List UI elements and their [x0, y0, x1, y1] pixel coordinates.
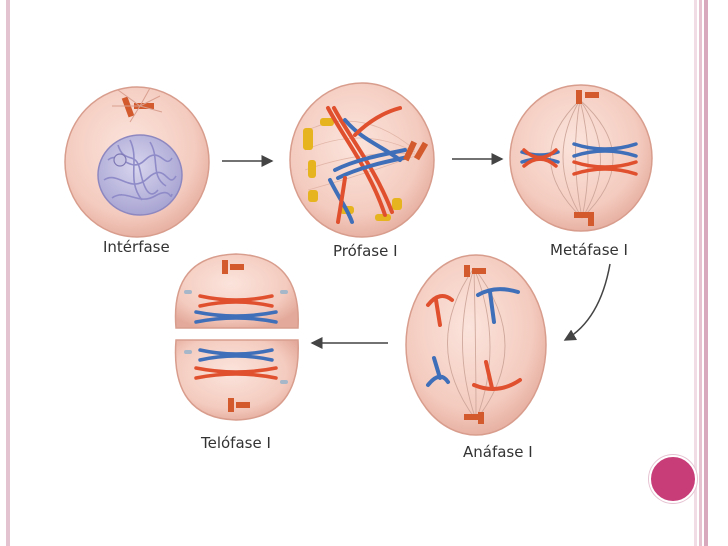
anaphase-chromosomes — [426, 287, 522, 391]
interphase-cell — [64, 86, 210, 238]
telophase-centrosome-bottom — [228, 398, 250, 412]
stage-arrows — [222, 153, 611, 349]
nucleus — [97, 134, 183, 216]
slide-accent-dot — [649, 455, 697, 503]
label-prophase: Prófase I — [333, 242, 398, 260]
label-interphase: Intérfase — [103, 238, 170, 256]
prophase-centrosome — [403, 140, 429, 162]
prophase-nuclear-envelope-fragments — [303, 118, 402, 221]
anaphase-centrosome-bottom — [464, 412, 484, 424]
telophase-centrosome-top — [222, 260, 244, 274]
telophase-envelope-fragments — [184, 290, 288, 384]
metaphase-centrosome-bottom — [574, 212, 594, 226]
left-frame-bar — [6, 0, 10, 546]
nucleolus — [113, 153, 127, 167]
metaphase-cell — [509, 84, 653, 232]
metaphase-chromosomes — [520, 142, 638, 176]
anaphase-spindle — [447, 267, 506, 421]
interphase-centrosome — [112, 87, 163, 123]
metaphase-spindle — [550, 99, 614, 219]
prophase-spindle — [304, 120, 416, 191]
telophase-upper-cell — [174, 253, 299, 329]
label-telophase: Telófase I — [201, 434, 271, 452]
telophase-cells — [174, 253, 299, 421]
label-metaphase: Metáfase I — [550, 241, 628, 259]
arrow-metaphase-to-anaphase — [563, 263, 611, 341]
anaphase-cell — [405, 254, 547, 436]
right-frame-bars — [694, 0, 708, 546]
label-anaphase: Anáfase I — [463, 443, 533, 461]
telophase-chromosomes — [194, 294, 278, 380]
prophase-chromosomes — [326, 106, 410, 224]
metaphase-centrosome-top — [576, 90, 599, 104]
prophase-cell — [289, 82, 435, 238]
anaphase-centrosome-top — [464, 265, 486, 277]
